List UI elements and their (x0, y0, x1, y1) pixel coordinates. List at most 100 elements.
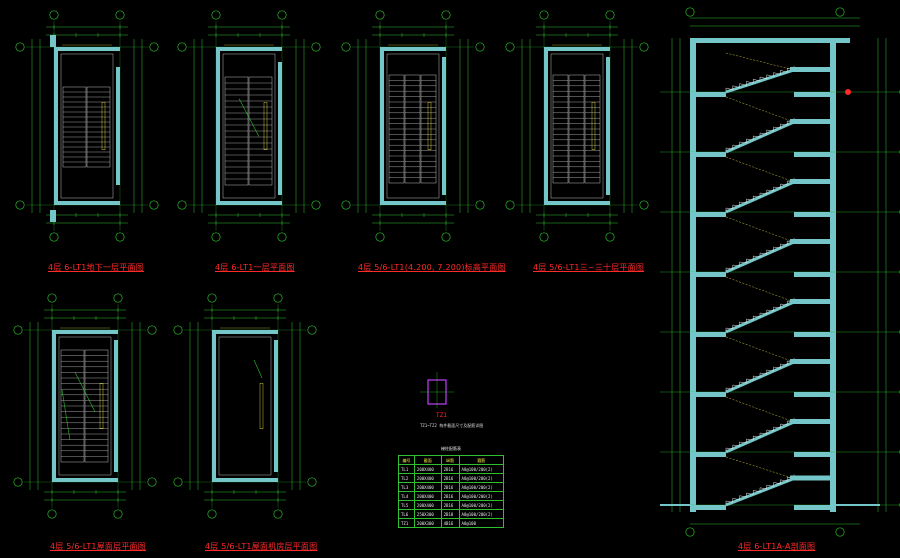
landing-slab (794, 452, 830, 457)
axis-bubble (686, 8, 694, 16)
axis-bubble (114, 294, 122, 302)
axis-bubble (686, 528, 694, 536)
axis-bubble (376, 233, 384, 241)
axis-bubble (14, 478, 22, 486)
axis-bubble (308, 326, 316, 334)
plan-title-typical: 4层 5/6-LT1三~三十层平面图 (533, 262, 644, 273)
plan-title-basement: 4层 6-LT1地下一层平面图 (48, 262, 144, 273)
stair-hidden-flight (726, 457, 794, 479)
table-cell: TL1 (399, 465, 415, 474)
axis-bubble (606, 233, 614, 241)
wall (442, 57, 446, 195)
annotation-leader (102, 102, 105, 149)
landing-slab (794, 332, 830, 337)
axis-bubble (208, 510, 216, 518)
landing-slab (690, 212, 726, 217)
landing-slab (690, 392, 726, 397)
table-header-cell: 截面 (414, 456, 441, 465)
axis-bubble (442, 11, 450, 19)
axis-bubble (376, 11, 384, 19)
table-cell: A8@100/200(2) (459, 492, 503, 501)
axis-bubble (116, 11, 124, 19)
axis-bubble (342, 43, 350, 51)
axis-bubble (836, 8, 844, 16)
table-cell: A8@100/200(2) (459, 465, 503, 474)
roof-slope-line (254, 360, 262, 378)
axis-bubble (540, 233, 548, 241)
axis-bubble (640, 43, 648, 51)
section-marker (845, 89, 851, 95)
landing-slab (794, 505, 830, 510)
axis-bubble (148, 326, 156, 334)
wall (544, 47, 610, 51)
axis-bubble (212, 233, 220, 241)
landing-slab (690, 452, 726, 457)
axis-bubble (212, 11, 220, 19)
axis-bubble (312, 201, 320, 209)
table-cell: TL6 (399, 510, 415, 519)
table-cell: 2B16 (441, 474, 459, 483)
axis-bubble (114, 510, 122, 518)
wall (52, 330, 118, 334)
landing-slab (690, 505, 726, 510)
annotation-leader (260, 383, 263, 429)
wall (54, 201, 120, 205)
axis-bubble (150, 201, 158, 209)
wall (114, 340, 118, 472)
table-cell: 200X400 (414, 483, 441, 492)
table-cell: 200X400 (414, 465, 441, 474)
axis-bubble (150, 43, 158, 51)
wall (52, 478, 118, 482)
mid-landing (790, 119, 830, 124)
annotation-leader (592, 102, 595, 149)
wall (212, 330, 278, 334)
landing-slab (794, 92, 830, 97)
table-header-cell: 箍筋 (459, 456, 503, 465)
table-cell: A8@100/200(2) (459, 510, 503, 519)
section-wall (830, 38, 836, 512)
wall-marker (50, 210, 56, 222)
table-cell: TL4 (399, 492, 415, 501)
wall (54, 47, 58, 205)
axis-bubble (540, 11, 548, 19)
table-caption: 梯柱配筋表 (398, 446, 504, 452)
stair-hidden-flight (726, 217, 794, 242)
axis-bubble (174, 326, 182, 334)
landing-slab (690, 332, 726, 337)
roof-slope-line (62, 390, 70, 440)
axis-bubble (50, 11, 58, 19)
landing-slab (690, 92, 726, 97)
section-roof-slab (690, 38, 850, 43)
detail-label: TZ1 (436, 412, 447, 419)
table-cell: 2B16 (441, 465, 459, 474)
table-cell: 4B16 (441, 519, 459, 528)
table-cell: 2B16 (441, 483, 459, 492)
table-cell: 2B16 (441, 501, 459, 510)
table-header-row: 编号截面纵筋箍筋 (399, 456, 504, 465)
annotation-leader (264, 102, 267, 149)
table-header-cell: 编号 (399, 456, 415, 465)
axis-bubble (174, 478, 182, 486)
stair-hidden-flight (726, 337, 794, 362)
detail-note: TZ1~TZ2 构件截面尺寸及配筋详图 (420, 423, 483, 429)
axis-bubble (506, 43, 514, 51)
axis-bubble (278, 233, 286, 241)
axis-bubble (836, 528, 844, 536)
mid-landing (790, 67, 830, 72)
mid-landing (790, 359, 830, 364)
wall (212, 478, 278, 482)
table-cell: A8@100/200(2) (459, 501, 503, 510)
axis-bubble (148, 478, 156, 486)
mid-landing (790, 299, 830, 304)
wall (274, 340, 278, 472)
table-cell: A8@100 (459, 519, 503, 528)
table-cell: TL2 (399, 474, 415, 483)
table-cell: A8@100/200(2) (459, 483, 503, 492)
wall (544, 47, 548, 205)
axis-bubble (116, 233, 124, 241)
